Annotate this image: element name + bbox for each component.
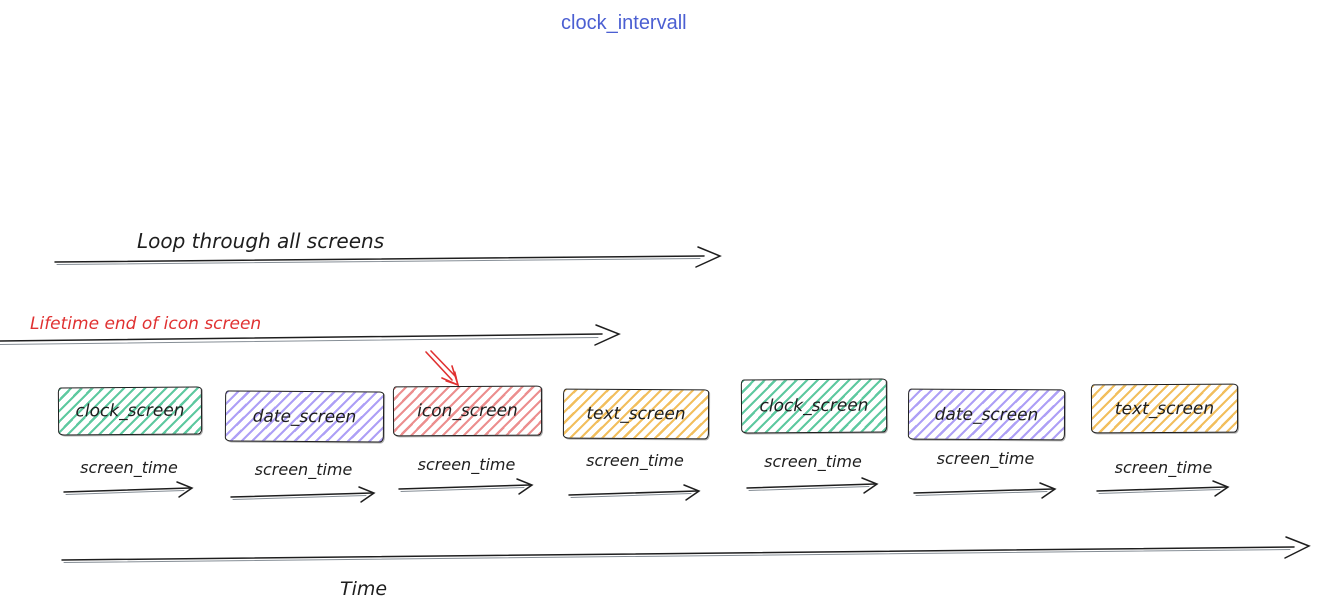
screen-time-arrow — [398, 478, 534, 495]
screen-time-arrow — [913, 482, 1057, 499]
screen-time-label: screen_time — [254, 460, 353, 479]
loop-arrow — [54, 246, 722, 268]
screen-time-label: screen_time — [764, 452, 862, 471]
screen-box-date_screen: date_screen — [224, 390, 385, 443]
screen-time-arrow — [1096, 480, 1230, 497]
screen-box-label: text_screen — [1114, 398, 1215, 419]
screen-time-arrow — [746, 477, 879, 494]
screen-box-label: date_screen — [252, 406, 357, 427]
time-axis-arrow — [61, 536, 1311, 563]
screen-time-arrows — [63, 477, 1230, 503]
screen-box-clock_screen: clock_screen — [740, 378, 888, 434]
lifetime-arrow — [0, 324, 621, 346]
screen-box-label: icon_screen — [417, 400, 518, 422]
screen-box-text_screen: text_screen — [562, 388, 710, 440]
diagram-title: clock_intervall — [561, 12, 687, 34]
screen-time-label: screen_time — [1114, 458, 1213, 477]
screen-time-label: screen_time — [417, 455, 516, 474]
lifetime-label: Lifetime end of icon screen — [30, 314, 262, 334]
screen-box-label: text_screen — [586, 403, 686, 425]
screen-box-date_screen: date_screen — [907, 388, 1066, 441]
time-axis-label: Time — [340, 578, 388, 600]
screen-time-label: screen_time — [80, 458, 178, 477]
screen-box-label: clock_screen — [75, 400, 185, 422]
screen-time-arrow — [63, 481, 194, 498]
screen-time-label: screen_time — [936, 449, 1035, 468]
screen-box-icon_screen: icon_screen — [392, 385, 543, 437]
icon-pointer-arrow — [425, 350, 460, 387]
screen-time-arrow — [230, 486, 376, 503]
screen-box-label: date_screen — [934, 404, 1039, 425]
screen-box-label: clock_screen — [759, 395, 869, 417]
screen-box-clock_screen: clock_screen — [57, 386, 203, 436]
screen-box-text_screen: text_screen — [1090, 383, 1239, 434]
screen-time-label: screen_time — [586, 451, 684, 470]
screen-time-arrow — [568, 484, 701, 501]
loop-label: Loop through all screens — [137, 229, 385, 253]
